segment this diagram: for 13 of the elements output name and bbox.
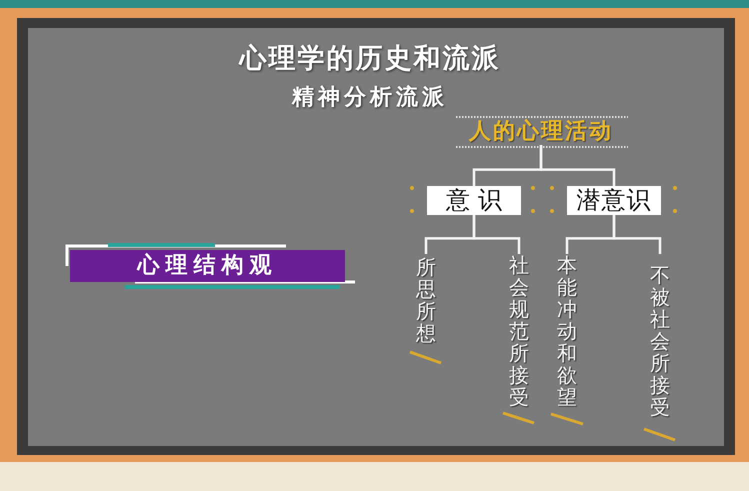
vertical-text: 本能冲动和欲望 xyxy=(555,254,579,412)
connector-line xyxy=(540,145,616,186)
heading-text: 人的心理活动 xyxy=(458,119,624,145)
connector-line xyxy=(472,215,520,254)
connector-line xyxy=(612,215,662,254)
vertical-text: 社会规范所接受 xyxy=(507,254,531,412)
label-box: 意识 xyxy=(427,186,521,215)
vertical-text: 所思所想 xyxy=(414,254,438,348)
title-band: 心理结构观 xyxy=(70,250,345,282)
subtitle: 精神分析流派 xyxy=(290,84,449,112)
vertical-text: 不被社会所接受 xyxy=(648,254,672,424)
label-box: 潜意识 xyxy=(567,186,661,215)
title: 心理学的历史和流派 xyxy=(238,42,502,76)
